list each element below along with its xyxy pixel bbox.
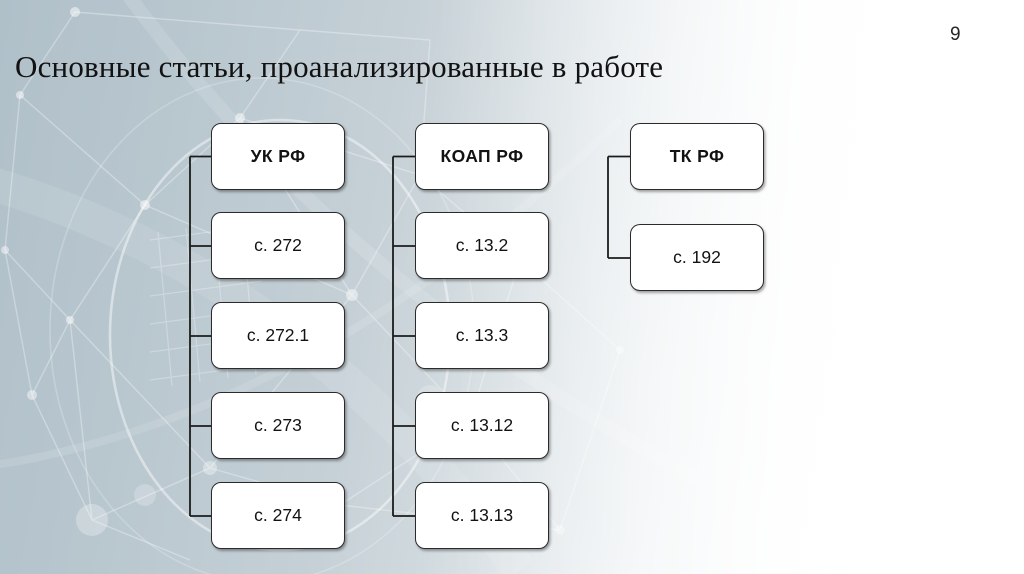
diagram-item-box-uk-rf-1: с. 272.1: [211, 302, 345, 369]
diagram-header-box-uk-rf: УК РФ: [211, 123, 345, 190]
diagram-item-box-koap-rf-0: с. 13.2: [415, 212, 549, 279]
diagram-item-box-uk-rf-3: с. 274: [211, 482, 345, 549]
diagram-item-box-tk-rf-0: с. 192: [630, 224, 764, 291]
diagram-item-box-koap-rf-3: с. 13.13: [415, 482, 549, 549]
diagram-item-box-uk-rf-2: с. 273: [211, 392, 345, 459]
diagram-item-box-uk-rf-0: с. 272: [211, 212, 345, 279]
diagram-header-box-tk-rf: ТК РФ: [630, 123, 764, 190]
page-number: 9: [950, 24, 961, 45]
page-title: Основные статьи, проанализированные в ра…: [15, 49, 664, 84]
diagram-item-box-koap-rf-2: с. 13.12: [415, 392, 549, 459]
diagram-item-box-koap-rf-1: с. 13.3: [415, 302, 549, 369]
diagram-header-box-koap-rf: КОАП РФ: [415, 123, 549, 190]
